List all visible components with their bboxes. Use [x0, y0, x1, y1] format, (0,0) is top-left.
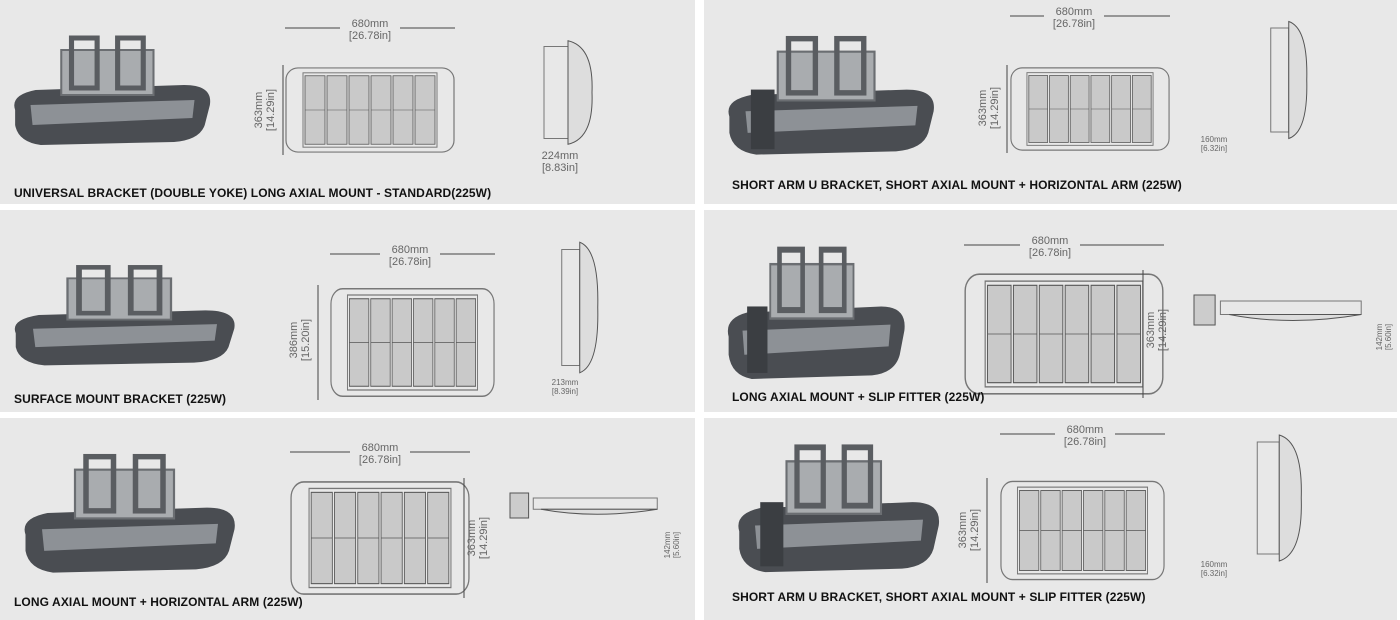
product-render-image — [14, 35, 211, 145]
height-dimension-label: 386mm[15.20in] — [288, 310, 312, 370]
mount-option-panel: 680mm[26.78in] 363mm[14.29in] 160mm[6.32in… — [704, 418, 1397, 620]
height-dimension-line — [1142, 270, 1144, 398]
side-view-drawing — [1270, 20, 1308, 140]
width-dimension-label: 680mm[26.78in] — [350, 442, 410, 466]
height-in: [15.20in] — [300, 318, 312, 362]
height-dimension-label: 363mm[14.29in] — [957, 500, 981, 560]
height-in: [14.29in] — [989, 86, 1001, 130]
width-mm: 680mm — [1066, 424, 1104, 436]
mount-option-caption: UNIVERSAL BRACKET (DOUBLE YOKE) LONG AXI… — [14, 186, 492, 200]
mount-option-panel: 680mm[26.78in] 363mm[14.29in] 142mm[5.60in… — [704, 210, 1397, 412]
side-mm: 213mm — [551, 378, 579, 387]
front-view-drawing — [285, 67, 455, 153]
width-in: [26.78in] — [348, 30, 392, 42]
height-dimension-line — [282, 65, 284, 155]
product-render-image — [738, 444, 940, 573]
mount-option-panel: 680mm[26.78in] 363mm[14.29in] 224mm[8.83in… — [0, 0, 695, 204]
product-render-image — [728, 35, 934, 155]
side-in: [5.60in] — [672, 531, 681, 559]
side-view-drawing — [1193, 294, 1362, 326]
width-in: [26.78in] — [1052, 18, 1096, 30]
side-mm: 142mm — [663, 531, 672, 559]
width-in: [26.78in] — [358, 454, 402, 466]
height-dimension-line — [317, 285, 319, 400]
front-view-drawing — [290, 481, 470, 595]
side-view-drawing — [561, 241, 599, 374]
side-in: [8.39in] — [551, 387, 579, 396]
height-mm: 363mm — [1145, 311, 1157, 349]
front-view-drawing — [964, 273, 1164, 395]
height-dimension-line — [986, 478, 988, 583]
side-view-drawing — [543, 40, 593, 145]
side-mm: 160mm — [1200, 135, 1228, 144]
width-dimension-label: 680mm[26.78in] — [380, 244, 440, 268]
width-mm: 680mm — [361, 442, 399, 454]
height-dimension-line — [1006, 65, 1008, 153]
side-dimension-label: 160mm[6.32in] — [1189, 135, 1239, 153]
width-mm: 680mm — [1055, 6, 1093, 18]
side-dimension-label: 142mm[5.60in] — [1375, 312, 1393, 362]
height-in: [14.29in] — [478, 516, 490, 560]
mount-option-panel: 680mm[26.78in] 363mm[14.29in] 160mm[6.32in… — [704, 0, 1397, 204]
height-dimension-label: 363mm[14.29in] — [1145, 300, 1169, 360]
side-mm: 142mm — [1375, 323, 1384, 351]
width-dimension-label: 680mm[26.78in] — [340, 18, 400, 42]
side-in: [5.60in] — [1384, 323, 1393, 351]
mount-option-caption: LONG AXIAL MOUNT + HORIZONTAL ARM (225W) — [14, 595, 303, 609]
mount-option-caption: SHORT ARM U BRACKET, SHORT AXIAL MOUNT +… — [732, 590, 1146, 604]
width-in: [26.78in] — [388, 256, 432, 268]
mount-option-caption: LONG AXIAL MOUNT + SLIP FITTER (225W) — [732, 390, 985, 404]
front-view-drawing — [1000, 480, 1165, 581]
height-in: [14.29in] — [1157, 308, 1169, 352]
mount-option-panel: 680mm[26.78in] 386mm[15.20in] 213mm[8.39in… — [0, 210, 695, 412]
side-dimension-label: 213mm[8.39in] — [540, 378, 590, 396]
side-view-drawing — [1256, 434, 1302, 562]
side-in: [8.83in] — [541, 162, 579, 174]
product-render-image — [14, 265, 235, 366]
width-dimension-label: 680mm[26.78in] — [1055, 424, 1115, 448]
mount-option-caption: SHORT ARM U BRACKET, SHORT AXIAL MOUNT +… — [732, 178, 1182, 192]
product-render-image — [24, 453, 235, 573]
height-mm: 363mm — [977, 89, 989, 127]
side-mm: 224mm — [541, 150, 579, 162]
mount-option-caption: SURFACE MOUNT BRACKET (225W) — [14, 392, 227, 406]
width-dimension-label: 680mm[26.78in] — [1020, 235, 1080, 259]
side-mm: 160mm — [1200, 560, 1228, 569]
side-dimension-label: 142mm[5.60in] — [663, 520, 681, 570]
height-dimension-label: 363mm[14.29in] — [253, 80, 277, 140]
side-in: [6.32in] — [1200, 569, 1228, 578]
width-mm: 680mm — [351, 18, 389, 30]
mount-option-panel: 680mm[26.78in] 363mm[14.29in] 142mm[5.60in… — [0, 418, 695, 620]
side-in: [6.32in] — [1200, 144, 1228, 153]
width-in: [26.78in] — [1028, 247, 1072, 259]
front-view-drawing — [1010, 67, 1170, 151]
height-mm: 363mm — [253, 91, 265, 129]
side-view-drawing — [509, 492, 658, 519]
height-mm: 363mm — [957, 511, 969, 549]
side-dimension-label: 160mm[6.32in] — [1189, 560, 1239, 578]
width-in: [26.78in] — [1063, 436, 1107, 448]
height-mm: 386mm — [288, 321, 300, 359]
height-mm: 363mm — [466, 519, 478, 557]
width-mm: 680mm — [1031, 235, 1069, 247]
width-mm: 680mm — [391, 244, 429, 256]
width-dimension-label: 680mm[26.78in] — [1044, 6, 1104, 30]
height-dimension-label: 363mm[14.29in] — [466, 508, 490, 568]
side-dimension-label: 224mm[8.83in] — [535, 150, 585, 174]
height-dimension-line — [463, 478, 465, 598]
height-in: [14.29in] — [969, 508, 981, 552]
front-view-drawing — [330, 288, 495, 397]
height-in: [14.29in] — [265, 88, 277, 132]
product-render-image — [727, 246, 905, 379]
height-dimension-label: 363mm[14.29in] — [977, 78, 1001, 138]
